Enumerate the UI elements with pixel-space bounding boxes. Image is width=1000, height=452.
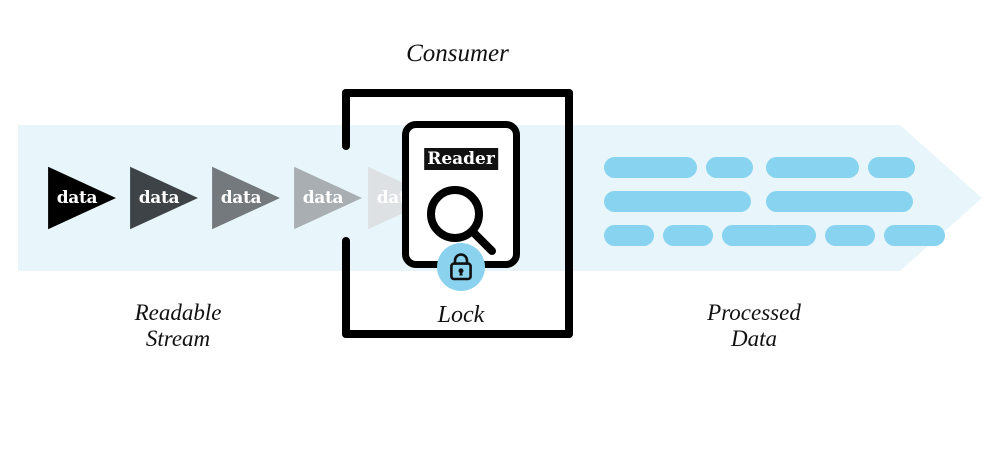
data-chunk-3: data bbox=[210, 164, 280, 232]
readable-stream-caption-line1: Readable bbox=[134, 300, 222, 325]
lock-badge bbox=[437, 243, 485, 291]
data-chunk-label: data bbox=[302, 188, 344, 208]
processed-data-caption: Processed Data bbox=[664, 300, 844, 352]
processed-bar-row bbox=[766, 157, 915, 178]
data-chunk-4: data bbox=[292, 164, 362, 232]
lock-icon bbox=[450, 253, 472, 281]
processed-bar-row bbox=[604, 225, 783, 246]
data-chunk-label: data bbox=[220, 188, 262, 208]
processed-bar bbox=[766, 191, 913, 212]
readable-stream-caption: Readable Stream bbox=[88, 300, 268, 352]
consumer-edge-left-lower bbox=[342, 237, 350, 338]
processed-bar-row bbox=[604, 157, 753, 178]
processed-bar bbox=[868, 157, 915, 178]
processed-bar bbox=[766, 157, 859, 178]
processed-bar bbox=[604, 225, 654, 246]
processed-bar bbox=[825, 225, 875, 246]
magnifier-icon bbox=[423, 184, 499, 263]
readable-stream-caption-line2: Stream bbox=[145, 326, 211, 351]
processed-bar bbox=[706, 157, 753, 178]
processed-data-caption-line1: Processed bbox=[707, 300, 801, 325]
consumer-edge-bottom bbox=[342, 330, 573, 338]
processed-bar bbox=[663, 225, 713, 246]
processed-data-caption-line2: Data bbox=[731, 326, 777, 351]
data-chunk-1: data bbox=[46, 164, 116, 232]
processed-bar bbox=[766, 225, 816, 246]
consumer-edge-left-upper bbox=[342, 89, 350, 150]
data-chunk-label: data bbox=[138, 188, 180, 208]
processed-bar bbox=[604, 157, 697, 178]
consumer-title: Consumer bbox=[406, 40, 509, 67]
reader-tag-label: Reader bbox=[424, 148, 498, 170]
data-chunk-label: data bbox=[56, 188, 98, 208]
consumer-boundary bbox=[342, 89, 573, 338]
processed-bar-row bbox=[766, 191, 913, 212]
processed-bar-row bbox=[766, 225, 945, 246]
processed-bar bbox=[604, 191, 751, 212]
processed-bar-row bbox=[604, 191, 751, 212]
processed-bar bbox=[884, 225, 945, 246]
lock-label: Lock bbox=[437, 302, 485, 328]
consumer-edge-right bbox=[565, 89, 573, 338]
consumer-edge-top bbox=[342, 89, 573, 97]
data-chunk-2: data bbox=[128, 164, 198, 232]
